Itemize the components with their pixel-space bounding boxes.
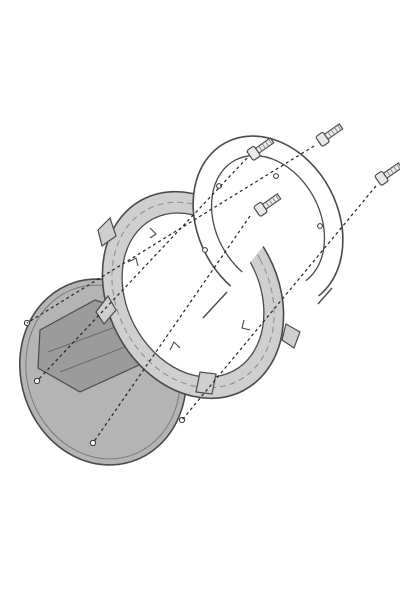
bolt-4 [253, 193, 282, 217]
cover-ring-inner [210, 154, 326, 290]
assembly-lines [26, 145, 377, 444]
bolt-3 [374, 162, 400, 186]
cover-ring-ends [202, 173, 333, 319]
cover-screw-hole-3 [202, 247, 208, 253]
adapter-ring-tab-bottom [195, 371, 217, 395]
assembly-line-2 [181, 185, 377, 421]
bolt-1 [315, 123, 344, 147]
adapter-ring-tab-right [281, 323, 301, 349]
cover-screw-hole-2 [273, 173, 279, 179]
cover-ring-end-left [202, 291, 228, 319]
assembly-line-1 [26, 145, 315, 324]
bolt-2 [246, 137, 275, 161]
assembly-line-4 [92, 215, 251, 444]
cover-ring-end-right [317, 287, 333, 305]
bolts [246, 123, 400, 217]
cover-screw-hole-4 [317, 223, 323, 229]
adapter-ring-tab-top [97, 216, 117, 248]
cover-ring [192, 135, 344, 309]
